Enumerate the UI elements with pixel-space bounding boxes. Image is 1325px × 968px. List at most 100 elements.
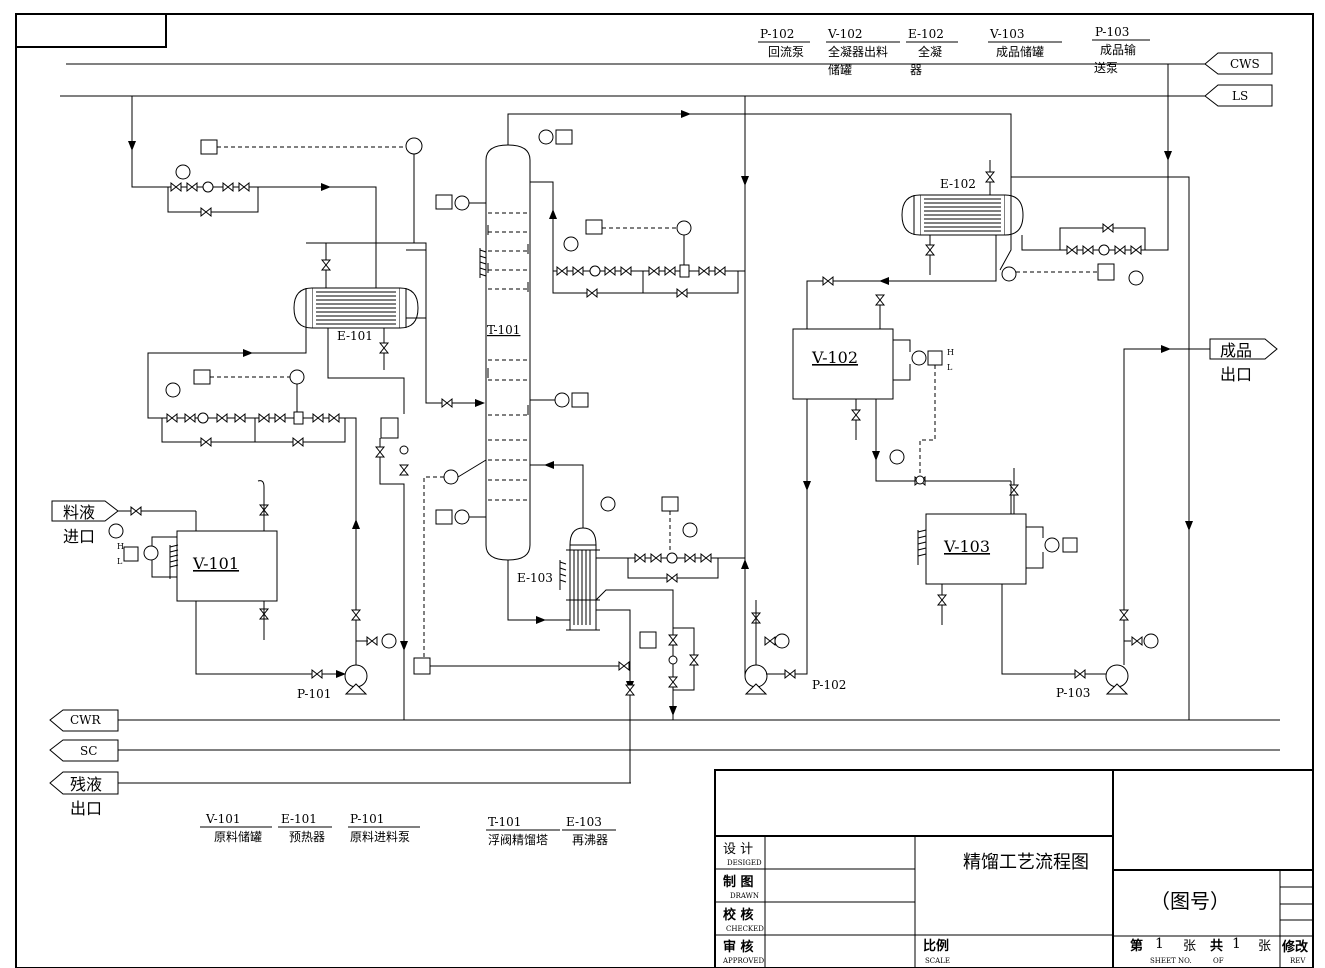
- svg-text:E-102: E-102: [908, 27, 944, 41]
- svg-text:E-103: E-103: [517, 571, 553, 585]
- svg-text:REV: REV: [1290, 957, 1306, 965]
- pump-p101: P-101: [297, 664, 368, 701]
- svg-text:E-102: E-102: [940, 177, 976, 191]
- svg-text:再沸器: 再沸器: [572, 833, 608, 847]
- svg-text:浮阀精馏塔: 浮阀精馏塔: [488, 833, 548, 847]
- utility-lines: [60, 63, 1280, 784]
- svg-text:P-103: P-103: [1095, 25, 1129, 39]
- svg-text:SC: SC: [80, 744, 97, 758]
- sc-tag: SC: [49, 739, 119, 762]
- reboiler-e103: E-103: [517, 527, 600, 631]
- svg-text:第: 第: [1130, 938, 1143, 954]
- product-out-tag: 成品 出口: [1209, 338, 1278, 384]
- svg-text:E-101: E-101: [281, 812, 317, 826]
- svg-text:1: 1: [1232, 936, 1241, 952]
- svg-text:V-101: V-101: [192, 554, 239, 573]
- drawing-frame: [15, 13, 1314, 968]
- svg-text:CWR: CWR: [70, 713, 102, 727]
- legend-p102: P-102 回流泵: [758, 27, 810, 59]
- svg-text:全凝器出料: 全凝器出料: [828, 44, 888, 59]
- legend-v102: V-102 全凝器出料 储罐: [826, 27, 900, 77]
- svg-text:成品输: 成品输: [1100, 42, 1136, 57]
- cwr-tag: CWR: [49, 709, 119, 732]
- svg-text:残液: 残液: [70, 775, 102, 794]
- svg-text:CHECKED: CHECKED: [726, 925, 764, 933]
- svg-text:T-101: T-101: [488, 815, 521, 829]
- svg-text:SCALE: SCALE: [925, 957, 950, 965]
- bottom-legend: V-101 原料储罐 E-101 预热器 P-101 原料进料泵 T-101 浮…: [200, 812, 616, 847]
- svg-text:P-101: P-101: [297, 687, 331, 701]
- legend-v101: V-101 原料储罐: [200, 812, 272, 844]
- svg-text:张: 张: [1258, 939, 1271, 954]
- svg-text:出口: 出口: [70, 799, 102, 818]
- feed-in-tag: 料液 进口: [51, 500, 119, 546]
- svg-text:修改: 修改: [1281, 939, 1309, 955]
- v101-level-instruments: H L: [108, 523, 179, 579]
- svg-text:全凝: 全凝: [918, 44, 942, 59]
- svg-text:E-101: E-101: [337, 329, 373, 343]
- svg-text:L: L: [117, 557, 123, 566]
- svg-text:料液: 料液: [63, 503, 95, 522]
- svg-text:V-102: V-102: [811, 348, 858, 367]
- pump-p102: P-102: [744, 664, 846, 695]
- cws-tag: CWS: [1204, 52, 1273, 75]
- legend-e101: E-101 预热器: [278, 812, 332, 844]
- svg-text:V-102: V-102: [827, 27, 863, 41]
- svg-text:CWS: CWS: [1230, 57, 1260, 71]
- drawing-number: （图号）: [1150, 889, 1230, 913]
- instrument-bubbles: [165, 129, 1144, 658]
- svg-text:出口: 出口: [1220, 365, 1252, 384]
- residue-out-tag: 残液 出口: [49, 771, 119, 818]
- svg-text:进口: 进口: [63, 527, 95, 546]
- legend-e102: E-102 全凝 器: [906, 27, 958, 77]
- svg-text:LS: LS: [1232, 89, 1248, 103]
- svg-text:L: L: [947, 363, 953, 372]
- svg-text:P-101: P-101: [350, 812, 384, 826]
- svg-text:H: H: [117, 542, 124, 551]
- svg-text:OF: OF: [1213, 957, 1224, 965]
- legend-v103: V-103 成品储罐: [988, 27, 1062, 59]
- svg-text:成品储罐: 成品储罐: [996, 44, 1044, 59]
- svg-text:张: 张: [1183, 939, 1196, 954]
- svg-text:储罐: 储罐: [828, 62, 852, 77]
- row-checked: 校 核: [723, 907, 754, 923]
- svg-text:APPROVED: APPROVED: [722, 957, 765, 965]
- svg-text:器: 器: [910, 63, 922, 77]
- row-approved: 审 核: [723, 939, 754, 955]
- row-design: 设 计: [723, 842, 753, 857]
- svg-text:SHEET NO.: SHEET NO.: [1150, 957, 1192, 965]
- svg-text:V-103: V-103: [943, 537, 990, 556]
- legend-e103: E-103 再沸器: [562, 815, 616, 847]
- svg-text:原料储罐: 原料储罐: [214, 829, 262, 844]
- tank-v102: V-102 H L: [792, 328, 954, 400]
- svg-text:V-103: V-103: [989, 27, 1025, 41]
- drawing-title: 精馏工艺流程图: [963, 852, 1089, 873]
- svg-text:T-101: T-101: [487, 323, 520, 337]
- corner-box: [15, 13, 167, 48]
- legend-p101: P-101 原料进料泵: [348, 812, 420, 844]
- svg-text:预热器: 预热器: [289, 830, 325, 844]
- svg-text:成品: 成品: [1220, 341, 1252, 360]
- svg-text:P-102: P-102: [812, 678, 846, 692]
- svg-text:共: 共: [1210, 938, 1223, 954]
- svg-text:P-103: P-103: [1056, 686, 1090, 700]
- tank-v103: V-103: [917, 513, 1078, 585]
- svg-text:E-103: E-103: [566, 815, 602, 829]
- svg-text:V-101: V-101: [205, 812, 241, 826]
- ls-tag: LS: [1204, 84, 1273, 107]
- column-t101: T-101: [479, 138, 531, 561]
- svg-text:DESIGED: DESIGED: [727, 859, 762, 867]
- svg-text:原料进料泵: 原料进料泵: [350, 830, 410, 844]
- svg-text:P-102: P-102: [760, 27, 794, 41]
- top-legend: P-102 回流泵 V-102 全凝器出料 储罐 E-102 全凝 器 V-10…: [758, 25, 1150, 77]
- process-piping: [128, 64, 1210, 783]
- legend-p103: P-103 成品输 送泵: [1092, 25, 1150, 75]
- svg-text:DRAWN: DRAWN: [730, 892, 759, 900]
- row-drawn: 制 图: [723, 874, 754, 890]
- legend-t101: T-101 浮阀精馏塔: [486, 815, 560, 847]
- feed-line: [118, 480, 269, 640]
- svg-text:比例: 比例: [923, 938, 949, 954]
- svg-text:送泵: 送泵: [1094, 60, 1118, 75]
- tank-v101: V-101: [176, 525, 278, 602]
